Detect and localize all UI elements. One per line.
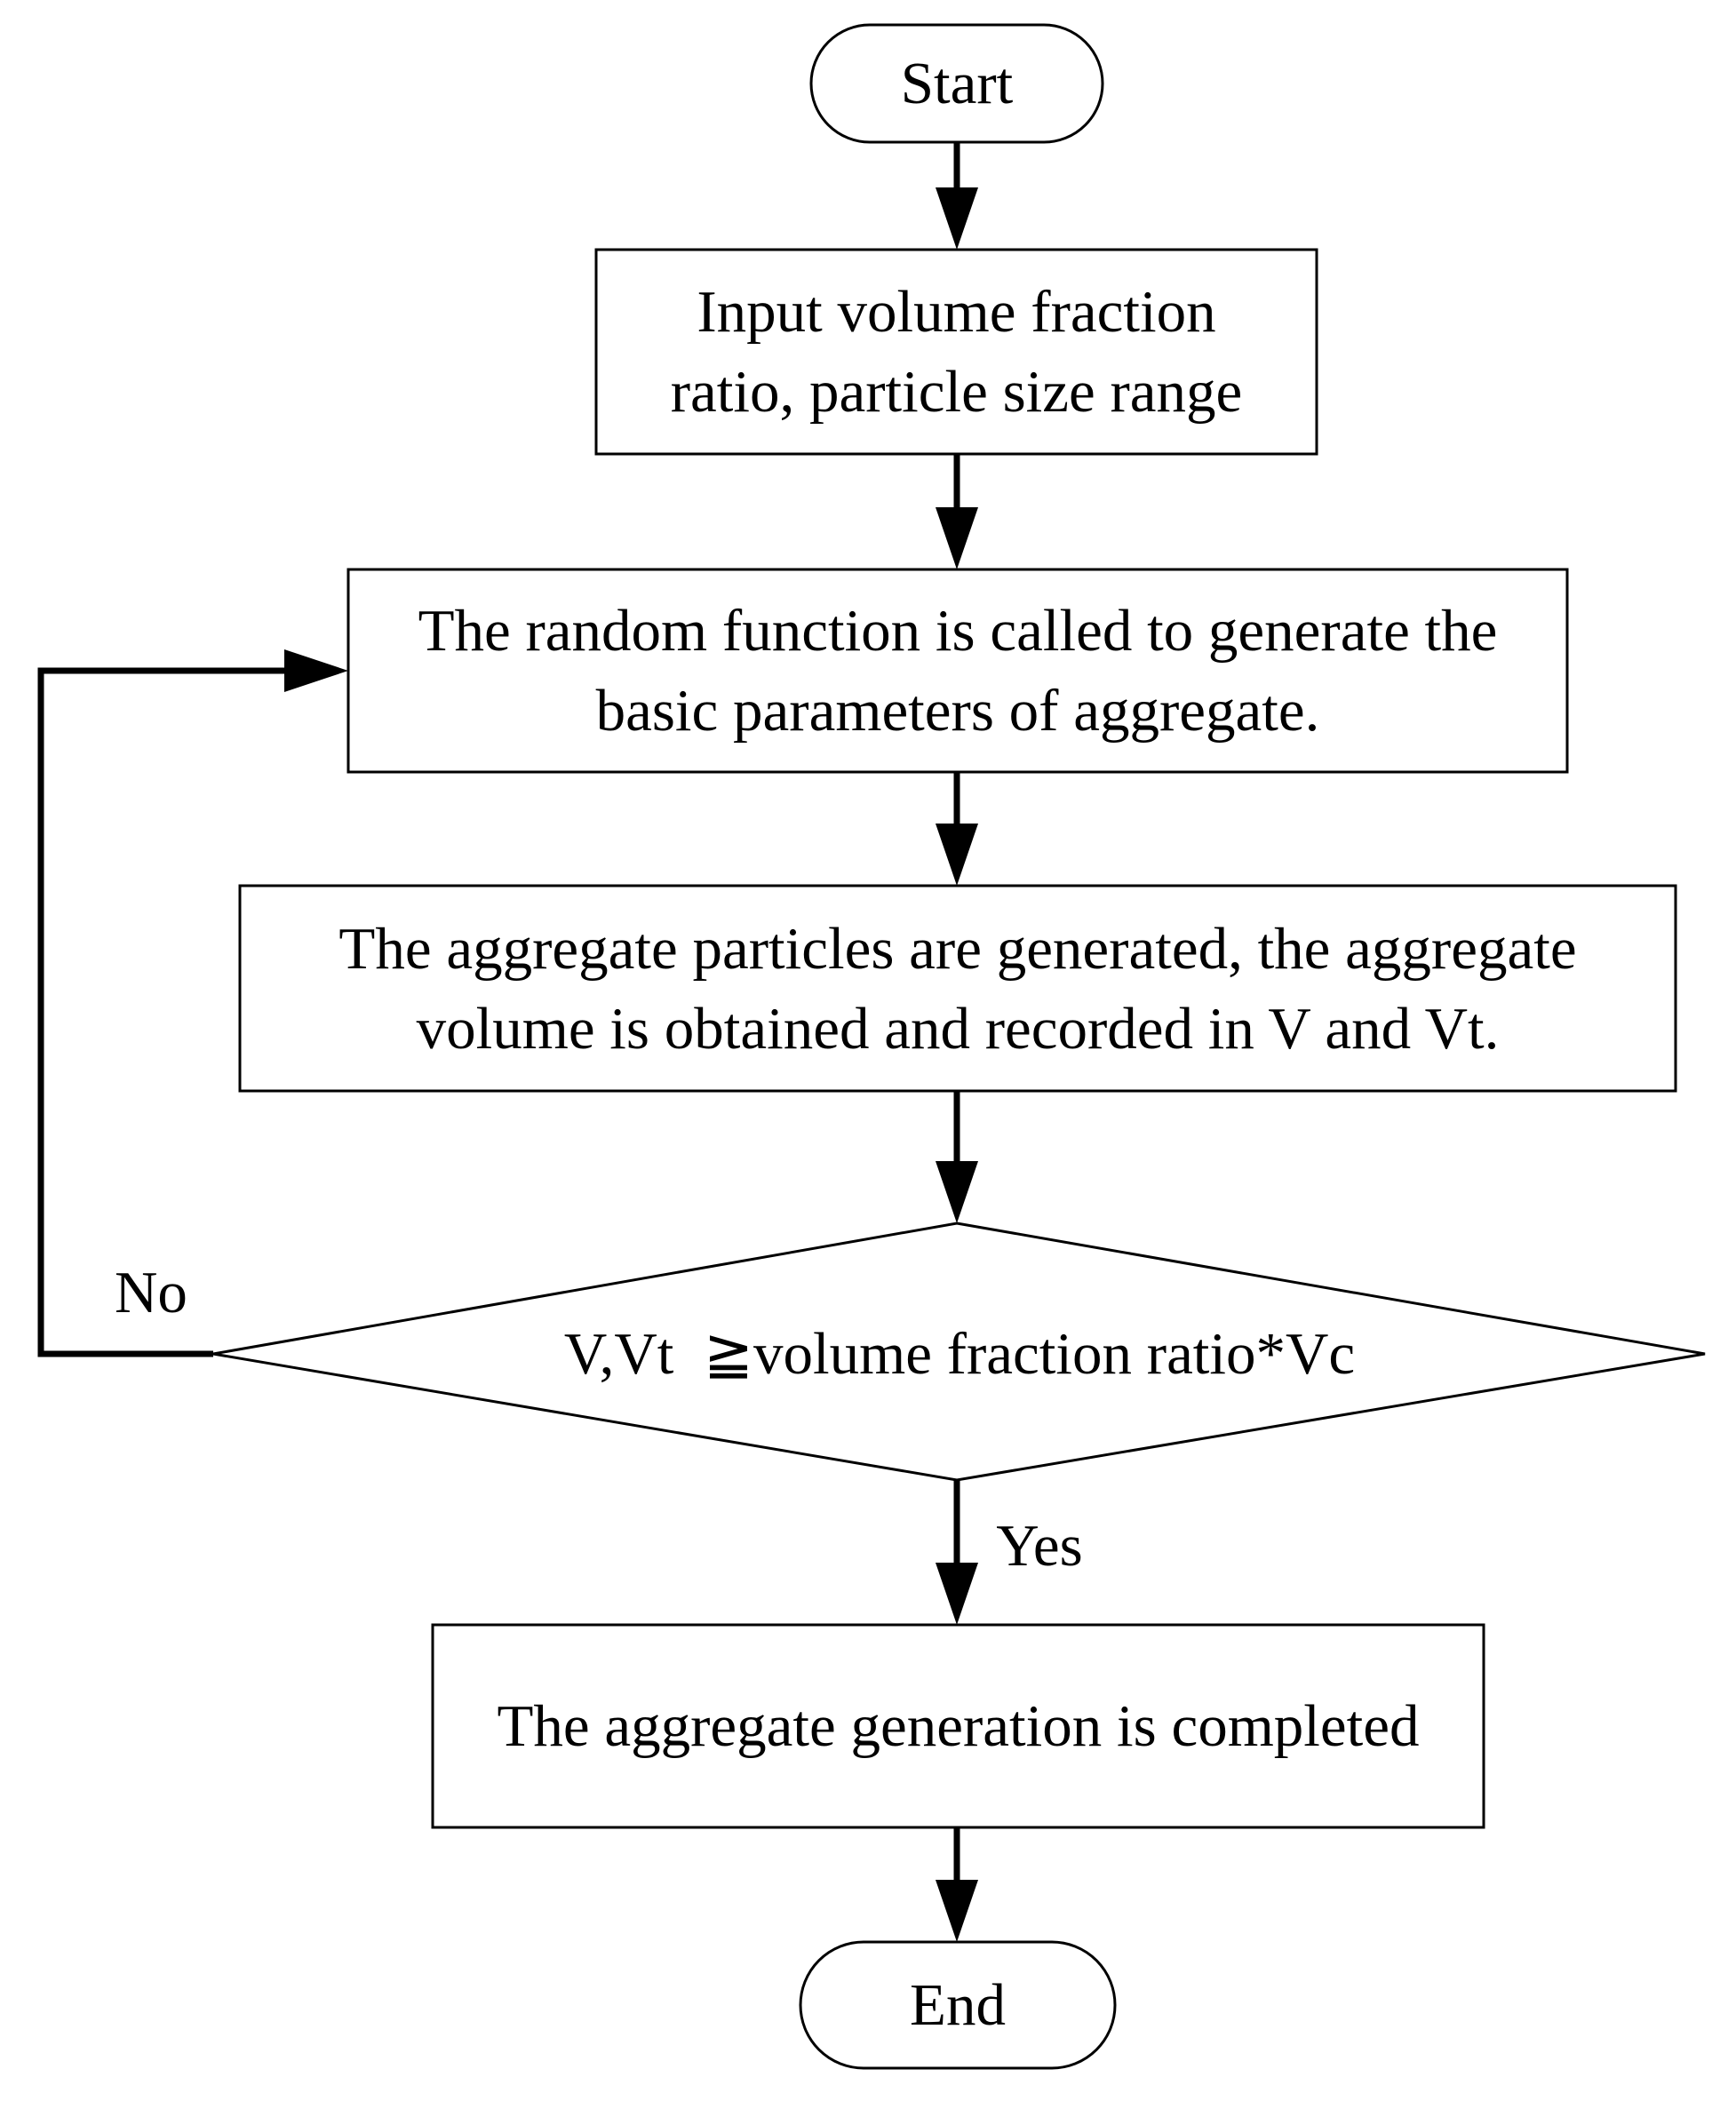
- arrowhead-random: [936, 507, 978, 569]
- generate-label-line2: volume is obtained and recorded in V and…: [416, 995, 1500, 1062]
- decision-label: V,Vt ≧volume fraction ratio*Vc: [391, 1309, 1528, 1398]
- arrowhead-no-loop: [284, 649, 348, 692]
- arrowhead-decision: [936, 1161, 978, 1223]
- no-edge-label: No: [98, 1253, 204, 1333]
- no-edge-label-text: No: [115, 1260, 187, 1325]
- arrowhead-generate: [936, 824, 978, 886]
- random-label-line2: basic parameters of aggregate.: [595, 678, 1320, 744]
- arrowhead-end: [936, 1880, 978, 1942]
- complete-label: The aggregate generation is completed: [433, 1625, 1484, 1827]
- complete-label-text: The aggregate generation is completed: [497, 1693, 1420, 1759]
- generate-label-line1: The aggregate particles are generated, t…: [338, 915, 1577, 982]
- decision-label-text: V,Vt ≧volume fraction ratio*Vc: [563, 1321, 1356, 1387]
- yes-edge-label: Yes: [982, 1506, 1097, 1586]
- end-label: End: [800, 1942, 1115, 2068]
- random-label-line1: The random function is called to generat…: [418, 598, 1498, 664]
- input-label: Input volume fraction ratio, particle si…: [596, 250, 1317, 454]
- start-label-text: Start: [900, 51, 1014, 116]
- end-label-text: End: [910, 1972, 1006, 2038]
- generate-label: The aggregate particles are generated, t…: [240, 886, 1676, 1091]
- input-label-line2: ratio, particle size range: [670, 359, 1243, 425]
- input-label-line1: Input volume fraction: [697, 279, 1216, 345]
- edge-no-loop: [37, 667, 290, 1357]
- end-terminal: [799, 1940, 1117, 2070]
- yes-edge-label-text: Yes: [996, 1513, 1083, 1579]
- start-label: Start: [811, 25, 1103, 142]
- random-label: The random function is called to generat…: [348, 569, 1567, 772]
- arrowhead-input: [936, 187, 978, 250]
- arrowhead-complete: [936, 1563, 978, 1625]
